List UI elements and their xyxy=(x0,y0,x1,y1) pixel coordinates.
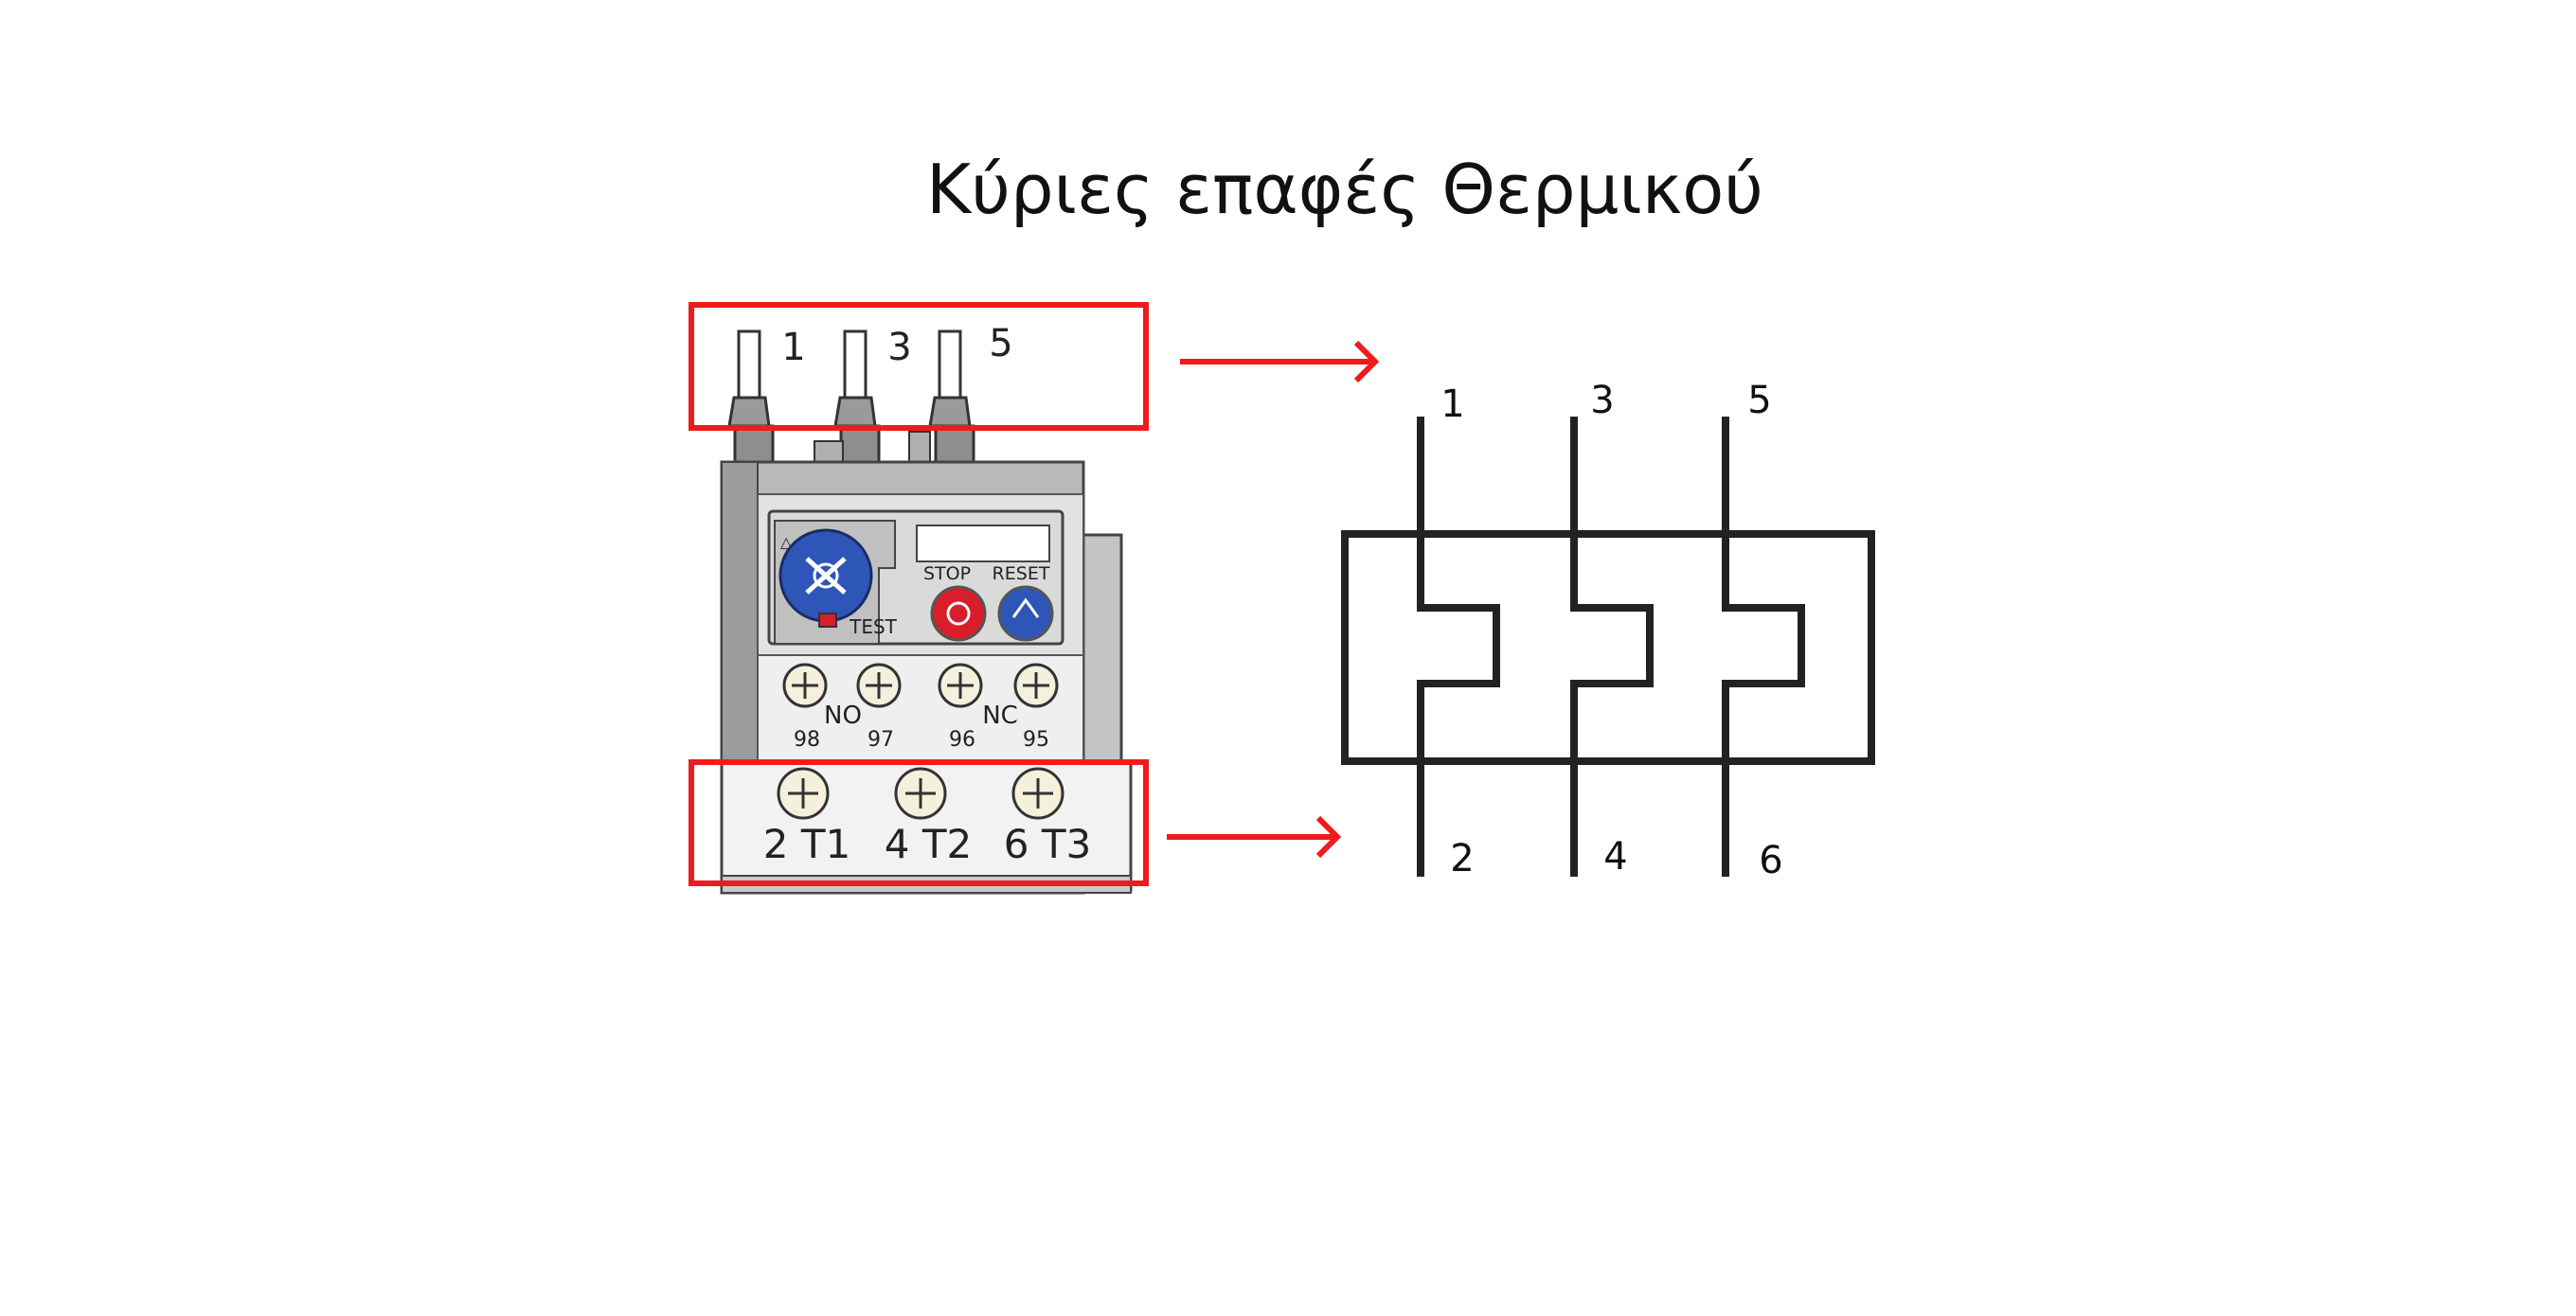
screw-icon xyxy=(894,767,947,820)
pin-5 xyxy=(928,329,975,466)
adjust-dial[interactable] xyxy=(778,528,873,623)
device-bottom-label: 4 T2 xyxy=(885,821,972,867)
top-terminals-highlight xyxy=(689,302,1149,431)
screw-icon xyxy=(1011,767,1064,820)
control-panel: △ TEST STOP RESET xyxy=(767,509,1064,646)
screw-icon xyxy=(777,767,830,820)
screw-icon xyxy=(856,663,902,708)
top-terminal-pins xyxy=(727,329,975,466)
device-bottom-label: 6 T3 xyxy=(1004,821,1091,867)
aux-nc-label: NC xyxy=(982,702,1018,730)
aux-terminal-label: 98 xyxy=(794,728,820,752)
device-top-label: 5 xyxy=(989,322,1012,365)
pin-1 xyxy=(727,329,775,466)
symbol-pole-3 xyxy=(1570,417,1654,877)
symbol-top-label: 1 xyxy=(1440,382,1464,426)
symbol-pole-1 xyxy=(1417,417,1500,877)
device-top-label: 3 xyxy=(887,326,911,369)
aux-terminal-label: 96 xyxy=(949,728,975,752)
screw-icon xyxy=(782,663,828,708)
aux-screws xyxy=(782,663,1059,708)
test-label: TEST xyxy=(849,615,898,638)
device-bottom-label: 2 T1 xyxy=(763,821,850,867)
bottom-terminals-highlight xyxy=(689,759,1149,886)
symbol-bottom-label: 2 xyxy=(1450,837,1474,880)
symbol-frame xyxy=(1341,530,1875,765)
output-screws xyxy=(777,767,1064,820)
screw-icon xyxy=(938,663,983,708)
aux-terminal-label: 97 xyxy=(868,728,894,752)
stop-label: STOP xyxy=(923,563,971,584)
thermal-overload-symbol xyxy=(1341,417,1875,877)
reset-label: RESET xyxy=(993,563,1050,584)
arrow-bottom-icon xyxy=(1167,815,1342,859)
symbol-pole-5 xyxy=(1722,417,1805,877)
page-title: Κύριες επαφές Θερμικού xyxy=(926,150,1763,229)
aux-terminal-label: 95 xyxy=(1023,728,1049,752)
arrow-top-icon xyxy=(1180,340,1380,383)
symbol-top-label: 3 xyxy=(1590,379,1614,422)
aux-no-label: NO xyxy=(824,702,862,730)
symbol-top-label: 5 xyxy=(1747,379,1771,422)
thermal-relay-device: 1 3 5 △ TEST xyxy=(720,322,1133,895)
test-button[interactable] xyxy=(818,613,837,628)
symbol-bottom-label: 6 xyxy=(1759,839,1782,882)
stop-button[interactable] xyxy=(930,585,987,642)
device-top-label: 1 xyxy=(781,326,805,369)
screw-icon xyxy=(1013,663,1059,708)
reset-button[interactable] xyxy=(997,585,1054,642)
symbol-bottom-label: 4 xyxy=(1603,835,1627,879)
